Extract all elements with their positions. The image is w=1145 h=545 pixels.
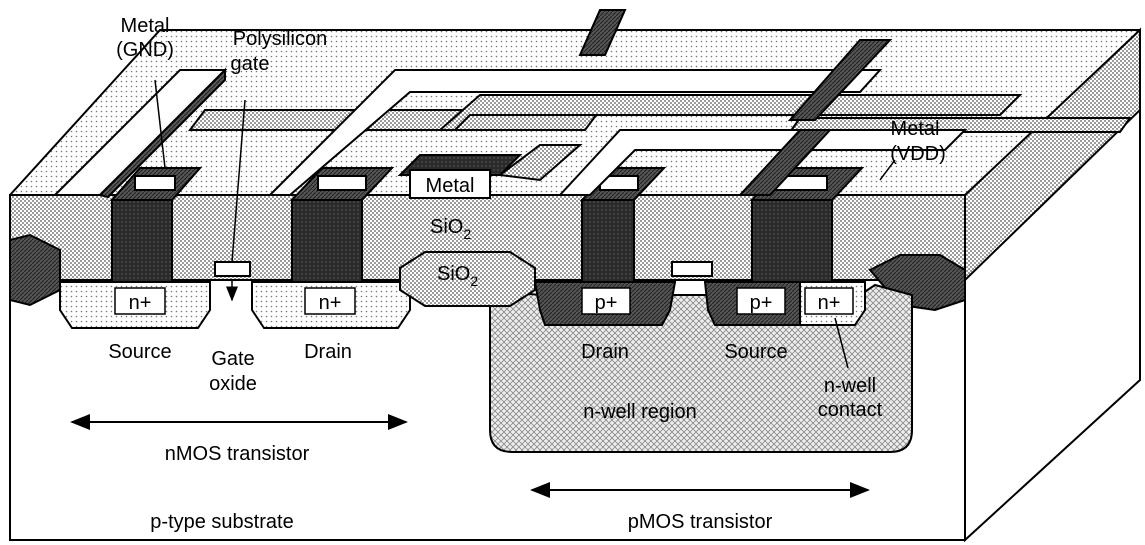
polysilicon-label-line2: gate bbox=[231, 53, 270, 75]
metal-vdd-label-line1: Metal bbox=[891, 118, 940, 140]
n-plus-contact-label: n+ bbox=[818, 292, 841, 314]
field-oxide-left bbox=[10, 235, 60, 305]
nmos-drain-label: Drain bbox=[304, 341, 352, 363]
n-plus-drain-label: n+ bbox=[319, 292, 342, 314]
nwell-contact-label-line2: contact bbox=[818, 399, 883, 421]
nmos-transistor-label: nMOS transistor bbox=[165, 443, 310, 465]
sio2-top-base: SiO bbox=[430, 216, 463, 238]
p-plus-drain-label: p+ bbox=[595, 292, 618, 314]
p-plus-source-label: p+ bbox=[750, 292, 773, 314]
pmos-transistor-label: pMOS transistor bbox=[628, 511, 773, 533]
nwell-region-label: n-well region bbox=[583, 401, 696, 423]
metal-gnd-label-line1: Metal bbox=[121, 15, 170, 37]
nmos-gate bbox=[215, 262, 250, 276]
n-plus-source-label: n+ bbox=[129, 292, 152, 314]
pmos-gate bbox=[672, 262, 712, 276]
substrate-label: p-type substrate bbox=[150, 511, 293, 533]
sio2-field-subscript: 2 bbox=[470, 273, 478, 289]
nwell-contact-label-line1: n-well bbox=[824, 375, 876, 397]
metal-vdd-label-line2: (VDD) bbox=[890, 143, 946, 165]
metal-gnd-label-line2: (GND) bbox=[116, 39, 174, 61]
pmos-drain-label: Drain bbox=[581, 341, 629, 363]
gate-oxide-label-line1: Gate bbox=[211, 348, 254, 370]
nmos-source-label: Source bbox=[108, 341, 171, 363]
pmos-source-label: Source bbox=[724, 341, 787, 363]
gate-oxide-label-line2: oxide bbox=[209, 373, 257, 395]
metal-label: Metal bbox=[426, 175, 475, 197]
sio2-top-subscript: 2 bbox=[463, 226, 471, 242]
sio2-field-base: SiO bbox=[437, 263, 470, 285]
polysilicon-label-line1: Polysilicon bbox=[233, 28, 327, 50]
